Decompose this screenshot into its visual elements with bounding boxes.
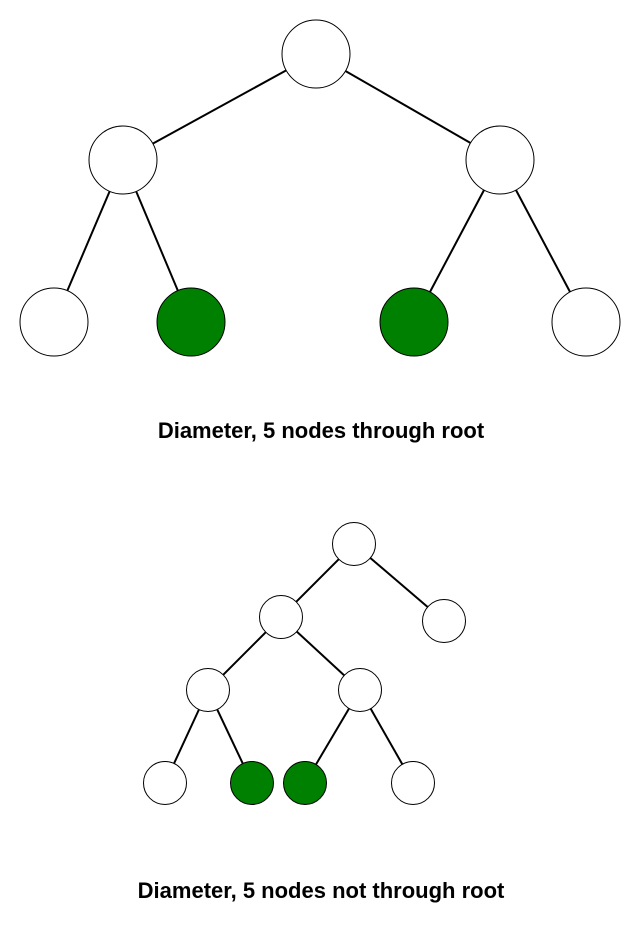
- edge-L-LL: [222, 631, 267, 676]
- tree-node-root: [281, 19, 351, 89]
- tree-node-L: [88, 125, 158, 195]
- edge-R-RL: [429, 189, 485, 293]
- tree-node-R: [422, 599, 466, 643]
- tree-node-LLL: [143, 761, 187, 805]
- tree-not-through-root: [143, 522, 466, 805]
- tree-through-root: [19, 19, 621, 357]
- edge-R-RR: [515, 189, 571, 293]
- edge-L-LR: [135, 190, 179, 292]
- highlighted-node-LLR: [230, 761, 274, 805]
- caption-not-through-root: Diameter, 5 nodes not through root: [137, 878, 505, 903]
- edge-LL-LLR: [216, 709, 244, 764]
- edge-L-LL: [66, 190, 111, 292]
- tree-node-LL: [186, 668, 230, 712]
- edge-LR-LRR: [369, 708, 404, 765]
- tree-node-LL: [19, 287, 89, 357]
- tree-node-RR: [551, 287, 621, 357]
- edge-L-LR: [296, 630, 345, 677]
- tree-node-LR: [338, 668, 382, 712]
- edge-LR-LRL: [315, 707, 350, 766]
- tree-node-root: [332, 522, 376, 566]
- highlighted-node-LRL: [283, 761, 327, 805]
- edge-root-L: [295, 558, 340, 603]
- edge-LL-LLL: [173, 709, 200, 764]
- edge-root-R: [344, 70, 472, 144]
- highlighted-node-LR: [156, 287, 226, 357]
- edge-root-L: [152, 69, 287, 145]
- edge-root-R: [369, 557, 429, 608]
- caption-through-root: Diameter, 5 nodes through root: [157, 418, 485, 443]
- tree-node-LRR: [391, 761, 435, 805]
- tree-node-L: [259, 595, 303, 639]
- highlighted-node-RL: [379, 287, 449, 357]
- tree-node-R: [465, 125, 535, 195]
